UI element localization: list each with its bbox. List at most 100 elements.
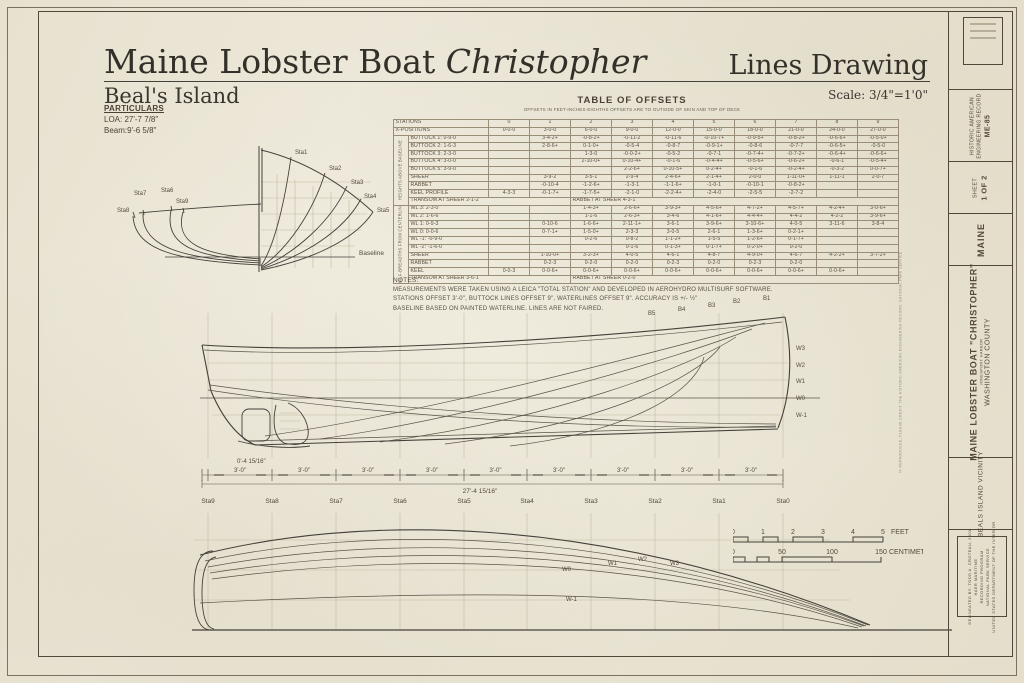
offset-value: 1-1-6 [570, 212, 612, 222]
offset-value: 0-2-0 [693, 259, 735, 269]
offset-value: 0-0-6+ [611, 267, 653, 276]
scale-tick-label: 0 [733, 549, 735, 556]
offset-value: 4-7-2+ [734, 204, 776, 214]
rudder-and-propeller [237, 402, 311, 448]
station-label: Sta4 [364, 194, 377, 200]
offset-value: -0-10-4 [529, 181, 571, 191]
offset-value: 0-1-3+ [652, 243, 694, 253]
offset-value: -0-8-6 [734, 142, 776, 152]
offset-value: 4-6-7 [775, 251, 817, 261]
offset-value: 0-0-6+ [652, 267, 694, 276]
vicinity-cell: BEALS ISLAND VICINITY [949, 451, 1013, 537]
graphic-scale-bar: 012345FEET050100150CENTIMETERS [733, 529, 923, 563]
note-line: STATIONS OFFSET 3'-0", BUTTOCK LINES OFF… [393, 296, 698, 303]
scale-note: Scale: 3/4"=1'0" [828, 88, 928, 102]
dim-segment-label: 3'-0" [745, 468, 757, 474]
offset-value: 1-11-0+ [775, 173, 817, 183]
offset-value: -0-5-6+ [734, 157, 776, 167]
xpositions-header: X-POSITIONS [393, 126, 489, 136]
dim-total-label: 27'-4 15/16" [463, 488, 498, 495]
offset-value: 0-0-6+ [529, 267, 571, 276]
offset-value: 0-2-3 [529, 259, 571, 269]
offset-value: 4-5-7+ [775, 204, 817, 214]
row-label: RABBET [408, 181, 489, 191]
offset-value: 4-2-2+ [816, 251, 858, 261]
record-cell: HISTORIC AMERICAN ENGINEERING RECORD ME-… [949, 89, 1013, 162]
stamp-cell [949, 11, 1013, 89]
offset-value: -0-7-4+ [734, 150, 776, 159]
offset-value: 3-9-2 [529, 173, 571, 183]
offset-value [816, 259, 858, 269]
offset-value: 0-2-3 [734, 259, 776, 269]
transom-note: TRANSOM AT SHEER 2-1-2 [408, 196, 571, 206]
station-number: 2 [570, 119, 612, 128]
row-label: KEEL PROFILE [408, 189, 489, 198]
offset-value: 1-4-3+ [570, 204, 612, 214]
offset-value [488, 243, 530, 253]
reproduction-credit: IF REPRODUCED, PLEASE CREDIT THE HISTORI… [898, 251, 903, 473]
offset-value: 0-2-3 [652, 259, 694, 269]
hb-sheer-curve [199, 529, 871, 626]
offset-value [488, 142, 530, 152]
page-title-text: Maine Lobster Boat [104, 42, 446, 81]
baseline-label: Baseline [359, 250, 384, 257]
offset-value: 4-6-1 [652, 251, 694, 261]
tick-line [207, 313, 784, 458]
offset-value: -2-5-5 [734, 189, 776, 198]
offset-value: 1-6-6+ [570, 220, 612, 230]
offset-value [570, 165, 612, 175]
dim-segment-label: 3'-0" [681, 468, 693, 474]
offset-value: 2-9-4 [611, 173, 653, 183]
offset-value: -0-7-1 [693, 150, 735, 159]
dim-segment-label: 3'-0" [234, 468, 246, 474]
offset-value [488, 259, 530, 269]
offset-value: -0-3-2 [816, 165, 858, 175]
aft-sections [132, 203, 262, 266]
rabbet-note: RABBET AT SHEER 4-3-1 [570, 196, 899, 206]
dim-segment-label: 3'-0" [617, 468, 629, 474]
tick-line [201, 480, 784, 488]
offset-value [488, 251, 530, 261]
offset-value: -0-8-2+ [775, 134, 817, 144]
offset-value [488, 150, 530, 159]
dim-segment-label: 3'-0" [362, 468, 374, 474]
row-label: SHEER [408, 251, 489, 261]
record-stamp-box [963, 17, 1003, 65]
row-label: RABBET [408, 259, 489, 269]
offset-value: 0-2-0 [775, 259, 817, 269]
offset-value: 2-2-6+ [611, 165, 653, 175]
table-group-label: HALF-BREADTHS FROM CENTERLINE [393, 204, 409, 284]
sheet-label: SHEET [972, 177, 979, 199]
offset-value [529, 212, 571, 222]
row-label: WL -1: -0-9-0 [408, 235, 489, 245]
offset-value [857, 267, 899, 276]
offset-value: 4-0-5 [775, 220, 817, 230]
offsets-subtitle: OFFSETS IN FEET-INCHES-EIGHTHS OFFSETS A… [523, 107, 741, 112]
title-rule [104, 81, 930, 82]
tick-line [194, 513, 850, 630]
offset-value: -0-6-6+ [857, 150, 899, 159]
cm-scale-bar [733, 556, 882, 563]
offset-value: -0-9-5+ [734, 134, 776, 144]
offset-value: 0-1-0+ [570, 142, 612, 152]
offset-value: 3-0-6+ [857, 204, 899, 214]
offset-value: 3-4-2+ [529, 134, 571, 144]
station-label: Sta8 [117, 208, 130, 214]
offset-value: -0-1-7+ [529, 189, 571, 198]
offset-value: -0-0-2+ [611, 150, 653, 159]
waterline-label: W3 [670, 561, 680, 567]
offset-value: 2-4-6+ [652, 173, 694, 183]
dim-segment-label: 3'-0" [553, 468, 565, 474]
offset-value: 3-6-1 [652, 220, 694, 230]
outer-border [7, 7, 1017, 676]
buttock-label: B5 [648, 311, 656, 317]
buttock-label: B1 [763, 296, 771, 302]
offset-value [529, 235, 571, 245]
buttock-label: B4 [678, 307, 686, 313]
waterline-label: W2 [796, 363, 806, 369]
notes-heading: NOTES: [393, 277, 419, 284]
offset-value: 3-8-4 [857, 220, 899, 230]
offset-value: -0-6-1 [816, 157, 858, 167]
note-line: MEASUREMENTS WERE TAKEN USING A LEICA "T… [393, 287, 773, 294]
